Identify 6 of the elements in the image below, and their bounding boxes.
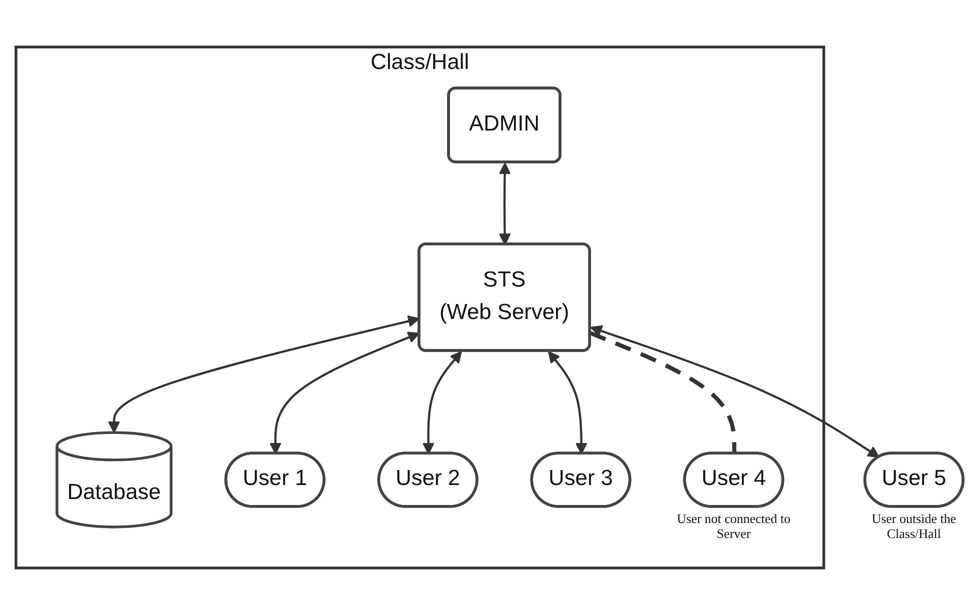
arrow — [548, 351, 588, 454]
node-caption: User outside the Class/Hall — [870, 511, 958, 542]
arrow — [422, 351, 462, 454]
arrow — [590, 325, 880, 458]
connector — [590, 331, 736, 454]
node-caption: User not connected to Server — [676, 511, 792, 542]
